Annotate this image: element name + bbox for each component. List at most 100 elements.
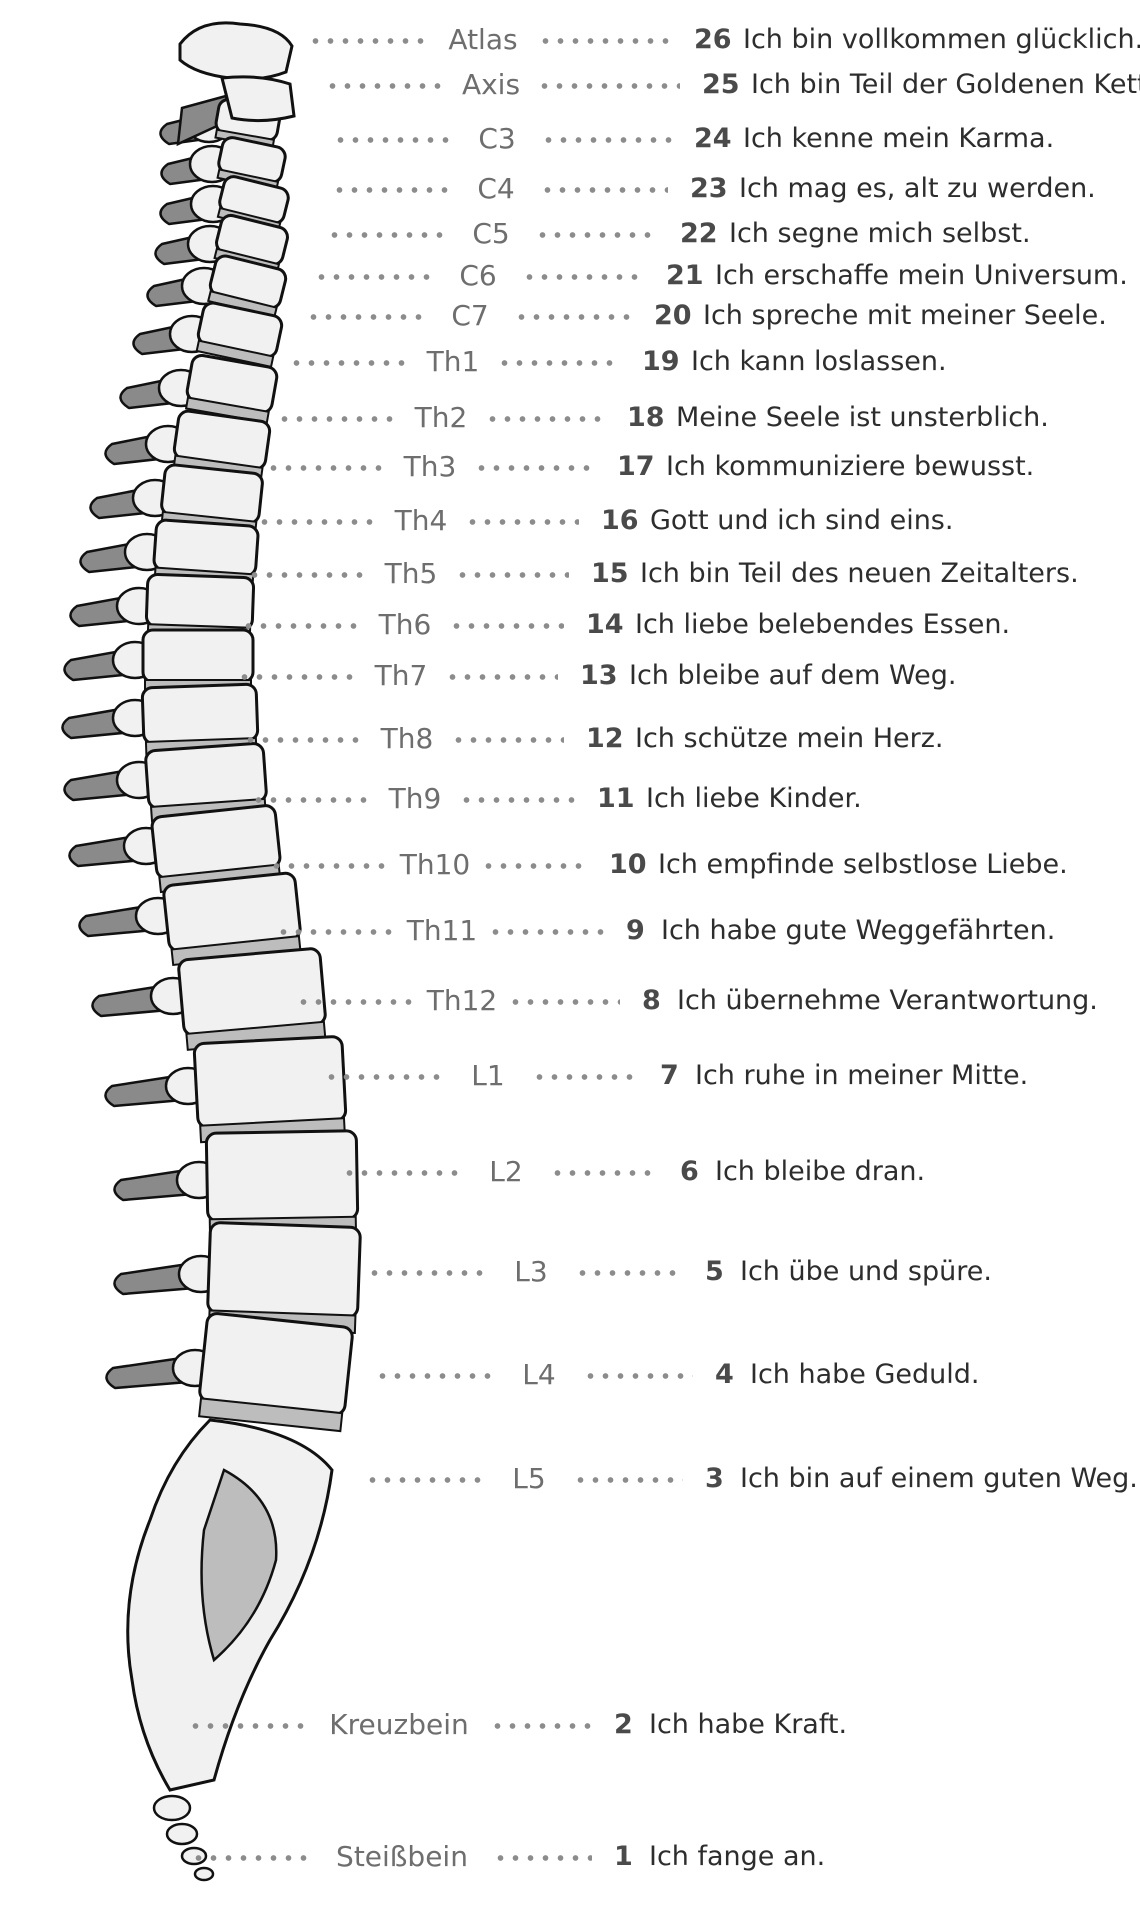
affirmation-text: Ich bleibe auf dem Weg. [629,660,957,691]
affirmation-text: Ich bleibe dran. [715,1156,926,1187]
dotted-leader-right [449,623,564,629]
vertebra-label: Atlas [448,23,518,56]
dotted-leader-right [445,674,558,680]
dotted-leader-right [493,1855,592,1861]
vertebra-row: Th2 18 Meine Seele ist unsterblich. [0,398,1140,438]
dotted-leader-left [276,929,396,935]
dotted-leader-left [308,38,428,44]
dotted-leader-left [327,232,447,238]
dotted-leader-left [365,1477,485,1483]
dotted-leader-left [277,416,397,422]
affirmation-text: Ich erschaffe mein Universum. [715,260,1128,291]
affirmation-number: 11 [597,783,635,814]
affirmation-text: Ich mag es, alt zu werden. [739,173,1096,204]
affirmation-number: 24 [694,123,732,154]
affirmation-number: 25 [702,69,740,100]
affirmation-number: 15 [591,558,629,589]
dotted-leader-left [333,137,453,143]
dotted-leader-left [314,274,434,280]
atlas-vertebra [178,21,294,81]
vertebra-label: Kreuzbein [329,1708,469,1741]
affirmation-number: 4 [715,1359,734,1390]
vertebra-row: L4 4 Ich habe Geduld. [0,1355,1140,1395]
affirmation-number: 14 [586,609,624,640]
affirmation-number: 18 [627,402,665,433]
dotted-leader-right [508,999,620,1005]
dotted-leader-left [325,83,445,89]
dotted-leader-right [490,1723,592,1729]
affirmation-text: Ich übernehme Verantwortung. [677,985,1098,1016]
vertebral-bodies [140,21,362,1433]
affirmation-number: 13 [580,660,618,691]
affirmation-text: Ich kommuniziere bewusst. [666,451,1035,482]
dotted-leader-left [367,1270,487,1276]
affirmation-text: Ich schütze mein Herz. [635,723,944,754]
vertebra-label: C4 [477,172,515,205]
vertebra-row: Atlas 26 Ich bin vollkommen glücklich. [0,20,1140,60]
dotted-leader-right [474,465,595,471]
vertebra-label: L4 [522,1358,556,1391]
affirmation-text: Ich habe Geduld. [750,1359,980,1390]
affirmation-text: Ich liebe belebendes Essen. [635,609,1011,640]
dotted-leader-right [522,274,644,280]
affirmation-text: Ich bin Teil der Goldenen Kette. [751,69,1140,100]
affirmation-number: 26 [694,24,732,55]
dotted-leader-right [537,83,680,89]
vertebra-label: Th2 [414,401,468,434]
affirmation-text: Ich ruhe in meiner Mitte. [695,1060,1029,1091]
dotted-leader-left [296,999,416,1005]
vertebra-label: Th3 [403,450,457,483]
vertebra-row: Th3 17 Ich kommuniziere bewusst. [0,447,1140,487]
dotted-leader-left [237,674,357,680]
affirmation-text: Gott und ich sind eins. [650,505,954,536]
dotted-leader-left [257,519,377,525]
vertebra-label: Th8 [380,722,434,755]
vertebra-label: C6 [459,259,497,292]
dotted-leader-right [550,1170,658,1176]
affirmation-text: Ich kann loslassen. [691,346,947,377]
affirmation-number: 12 [586,723,624,754]
vertebra-label: Steißbein [336,1840,468,1873]
vertebra [162,871,302,967]
intervertebral-disc [198,1397,344,1433]
axis-vertebra [220,75,296,123]
affirmation-number: 17 [617,451,655,482]
affirmation-text: Ich empfinde selbstlose Liebe. [658,849,1068,880]
coccyx-segment [193,1866,215,1882]
vertebra-label: C7 [451,299,489,332]
dotted-leader-right [575,1270,683,1276]
affirmation-number: 19 [642,346,680,377]
vertebra-label: Th6 [378,608,432,641]
dotted-leader-right [540,187,668,193]
dotted-leader-right [465,519,579,525]
vertebra-label: L2 [489,1155,523,1188]
affirmation-number: 1 [614,1841,633,1872]
dotted-leader-left [191,1855,311,1861]
dotted-leader-right [497,360,620,366]
dotted-leader-right [459,797,575,803]
affirmation-text: Ich bin vollkommen glücklich. [743,24,1140,55]
dotted-leader-right [532,1074,638,1080]
dotted-leader-left [324,1074,444,1080]
vertebra-label: Th9 [388,782,442,815]
affirmation-number: 21 [666,260,704,291]
dotted-leader-right [485,416,605,422]
vertebra [172,409,272,481]
vertebra-row: Th6 14 Ich liebe belebendes Essen. [0,605,1140,645]
affirmation-text: Ich kenne mein Karma. [743,123,1055,154]
vertebra [184,353,279,424]
dotted-leader-left [342,1170,462,1176]
affirmation-text: Meine Seele ist unsterblich. [676,402,1049,433]
dotted-leader-left [247,572,367,578]
affirmation-text: Ich bin auf einem guten Weg. [740,1463,1138,1494]
